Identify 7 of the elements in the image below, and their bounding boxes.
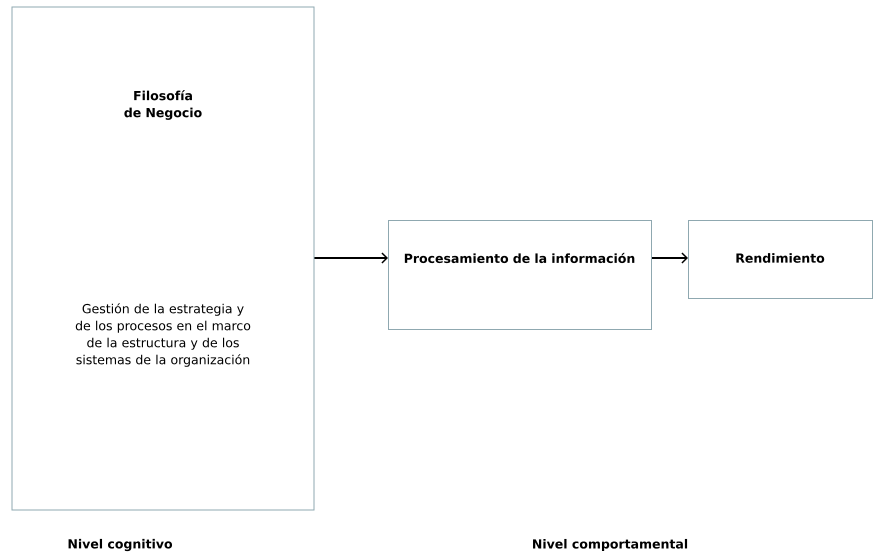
arrow bbox=[314, 252, 388, 264]
level-label: Nivel comportamental bbox=[533, 538, 688, 552]
process-box: Rendimiento bbox=[688, 220, 873, 299]
arrow bbox=[652, 252, 688, 264]
text-box: Filosofía de Negocio Gestión de la estrategia y de los procesos en el marco de la estructura y de los sistemas de la organización bbox=[12, 6, 314, 510]
process-box: Procesamiento de la información bbox=[388, 220, 652, 330]
level-label: Nivel cognitivo bbox=[68, 538, 172, 552]
